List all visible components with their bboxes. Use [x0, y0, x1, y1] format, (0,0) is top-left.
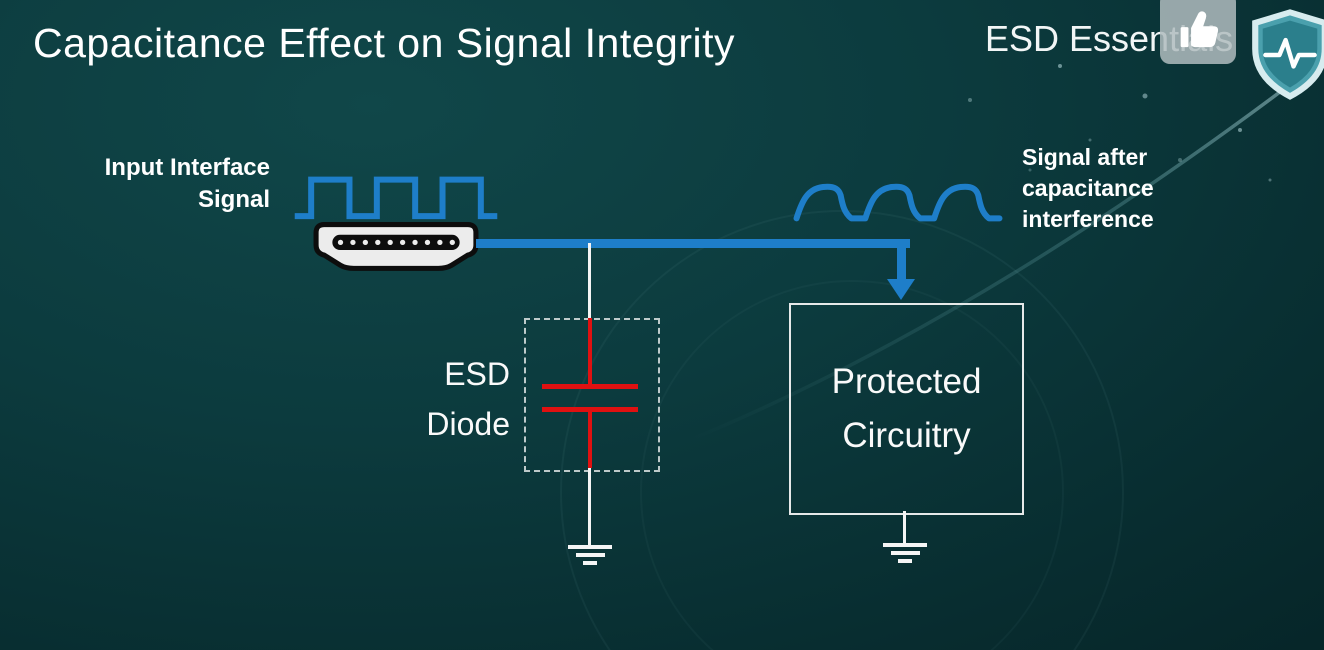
- protected-circuitry-box: Protected Circuitry: [789, 303, 1024, 515]
- input-signal-label: Input Interface Signal: [58, 152, 270, 215]
- branch-wire-bottom: [588, 468, 591, 545]
- output-signal-label-line2: capacitance: [1022, 175, 1154, 202]
- input-signal-label-line2: Signal: [197, 185, 270, 213]
- esd-diode-boundary-box: [524, 318, 660, 472]
- esd-diode-label-line2: Diode: [426, 405, 510, 442]
- capacitor-plate-top: [542, 384, 638, 389]
- esd-diode-label: ESD Diode: [370, 350, 510, 450]
- signal-arrow-down-icon: [887, 279, 915, 300]
- signal-arrow-stem: [897, 243, 906, 281]
- ground-symbol: [568, 545, 612, 549]
- capacitor-lead-bottom: [588, 411, 592, 468]
- signal-trace-horizontal: [476, 239, 910, 248]
- protected-ground-wire: [903, 511, 906, 543]
- ground-symbol: [883, 543, 927, 547]
- ground-symbol: [898, 559, 912, 563]
- clean-square-wave: [292, 172, 500, 220]
- ground-symbol: [891, 551, 920, 555]
- ground-symbol: [583, 561, 597, 565]
- capacitor-lead-top: [588, 318, 592, 387]
- ground-symbol: [576, 553, 605, 557]
- capacitor-plate-bottom: [542, 407, 638, 412]
- esd-diode-label-line1: ESD: [444, 356, 510, 392]
- output-signal-label-line1: Signal after: [1022, 144, 1148, 170]
- protected-circuitry-label-line2: Circuitry: [842, 416, 971, 455]
- shield-logo-icon: [1252, 9, 1324, 100]
- output-signal-label: Signal after capacitance interference: [1022, 142, 1242, 235]
- output-signal-label-line3: interference: [1022, 206, 1154, 233]
- distorted-wave: [793, 176, 1003, 222]
- thumbs-up-icon: [1160, 0, 1236, 64]
- hdmi-connector-icon: [313, 222, 479, 271]
- page-title: Capacitance Effect on Signal Integrity: [33, 20, 735, 66]
- protected-circuitry-label-line1: Protected: [831, 361, 982, 401]
- input-signal-label-line1: Input Interface: [104, 154, 270, 181]
- branch-wire-top: [588, 243, 591, 319]
